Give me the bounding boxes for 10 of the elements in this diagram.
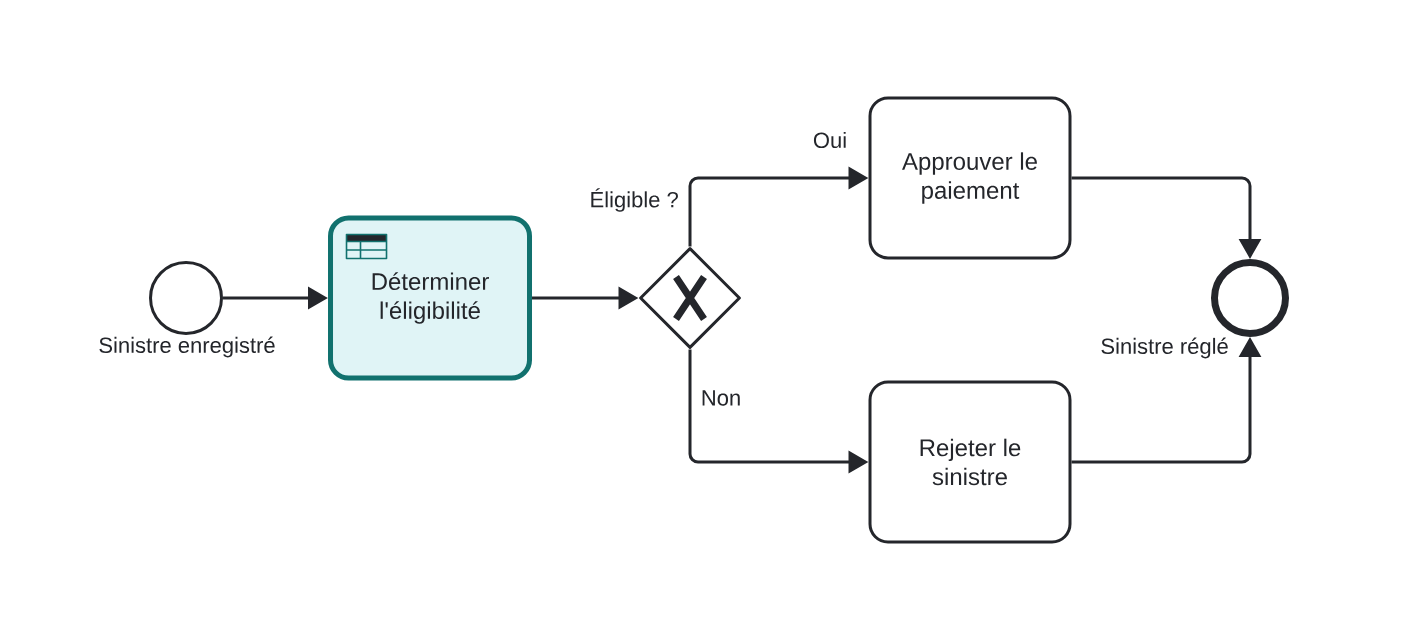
- task-box: Approuver le paiement: [868, 96, 1072, 260]
- end-event-circle: [1211, 259, 1289, 337]
- edge-label: Oui: [810, 129, 850, 151]
- gateway-label: Éligible ?: [591, 188, 678, 212]
- edge-label: Non: [698, 388, 744, 408]
- task-box: Rejeter le sinistre: [868, 380, 1072, 544]
- start-event-circle: [149, 261, 223, 335]
- task-box: Déterminer l'éligibilité: [328, 215, 532, 381]
- event-label: Sinistre réglé: [1101, 337, 1228, 359]
- event-label: Sinistre enregistré: [99, 336, 275, 358]
